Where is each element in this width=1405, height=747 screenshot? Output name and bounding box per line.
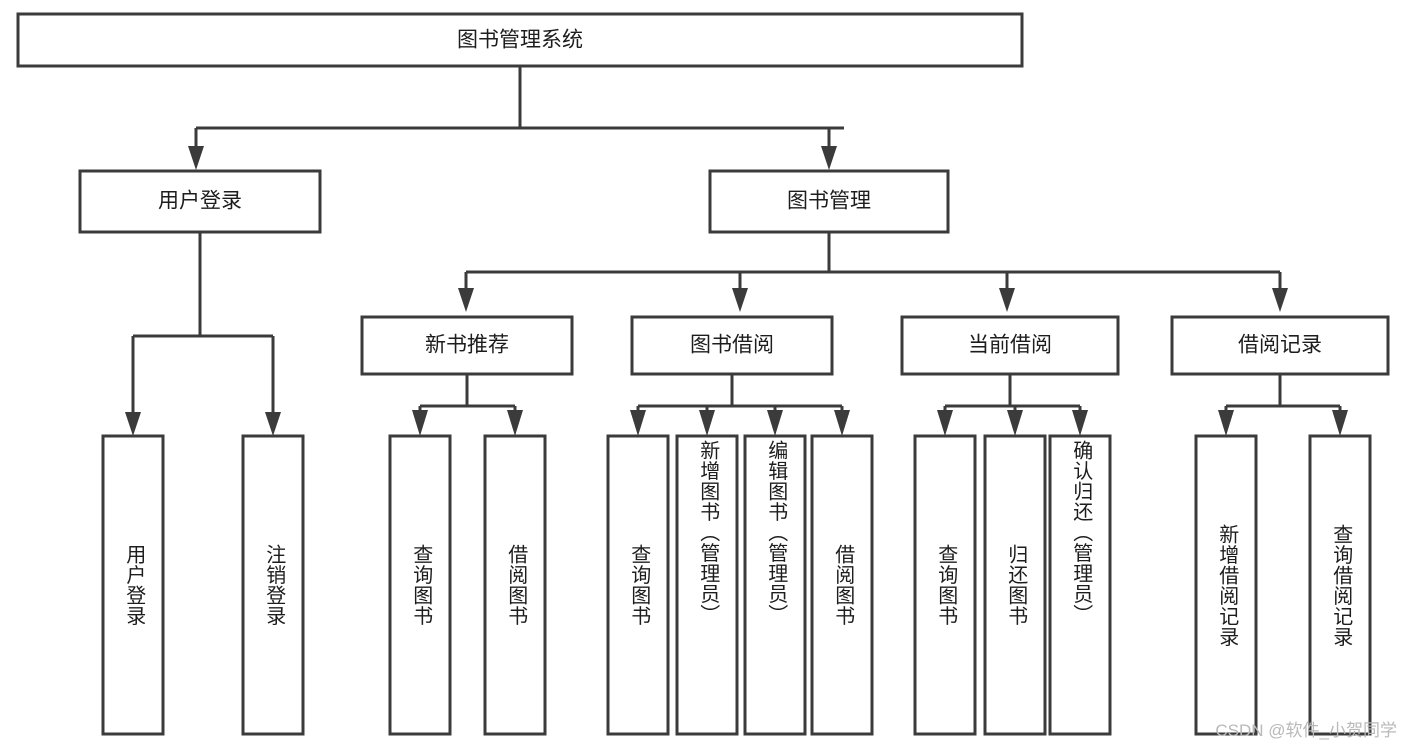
node-book-borrow-label: 图书借阅 (690, 334, 774, 357)
connector-book-borrow-to-leaves (630, 374, 850, 436)
node-new-book-recommend-label: 新书推荐 (425, 334, 509, 357)
connector-book-manage-to-level3 (458, 232, 1288, 312)
arrow-head-to-user-login (188, 146, 204, 170)
arrow-head-leaf-cb-1 (937, 410, 953, 436)
arrow-head-leaf-cb-3 (1072, 410, 1088, 436)
arrow-head-to-book-borrow (732, 288, 748, 312)
arrow-head-leaf-cb-2 (1007, 410, 1023, 436)
arrow-head-to-new-book-recommend (458, 288, 474, 312)
node-book-borrow[interactable]: 图书借阅 (630, 315, 834, 376)
leaf-box-nbr-1[interactable] (388, 434, 452, 736)
leaf-box-nbr-2[interactable] (483, 434, 547, 736)
arrow-head-to-book-manage (821, 146, 837, 170)
arrow-head-leaf-bb-2 (699, 410, 715, 436)
node-new-book-recommend[interactable]: 新书推荐 (360, 315, 574, 376)
csdn-watermark: CSDN @软件_小贺同学 (1215, 721, 1397, 740)
node-borrow-record-label: 借阅记录 (1238, 334, 1322, 357)
node-borrow-record-box[interactable] (1170, 315, 1390, 376)
node-root-box[interactable] (16, 12, 1024, 68)
leaf-box-cb-1[interactable] (913, 434, 977, 736)
node-current-borrow[interactable]: 当前借阅 (900, 315, 1120, 376)
leaf-box-cb-3[interactable] (1048, 434, 1112, 736)
arrow-head-leaf-bb-1 (630, 410, 646, 436)
arrow-head-leaf-nbr-1 (412, 410, 428, 436)
connector-user-login-to-leaves (125, 232, 281, 436)
arrow-head-leaf-br-1 (1218, 410, 1234, 436)
node-book-manage-box[interactable] (708, 169, 950, 234)
arrow-head-leaf-br-2 (1332, 410, 1348, 436)
node-book-borrow-box[interactable] (630, 315, 834, 376)
leaf-box-user-login-2[interactable] (241, 434, 305, 736)
arrow-head-leaf-bb-3 (767, 410, 783, 436)
node-book-manage[interactable]: 图书管理 (708, 169, 950, 234)
connector-borrow-record-to-leaves (1218, 374, 1348, 436)
connector-current-borrow-to-leaves (937, 374, 1088, 436)
arrow-head-to-borrow-record (1272, 288, 1288, 312)
node-user-login-label: 用户登录 (158, 190, 242, 213)
arrow-head-to-current-borrow (999, 288, 1015, 312)
arrow-head-leaf-user-login-2 (265, 412, 281, 436)
leaf-boxes-user-login (101, 434, 305, 736)
connector-new-book-recommend-to-leaves (412, 374, 523, 436)
connector-root-to-level2 (188, 66, 844, 170)
leaf-boxes-borrow-record (1194, 434, 1372, 736)
leaf-box-bb-4[interactable] (810, 434, 874, 736)
node-current-borrow-box[interactable] (900, 315, 1120, 376)
node-new-book-recommend-box[interactable] (360, 315, 574, 376)
leaf-box-user-login-1[interactable] (101, 434, 165, 736)
leaf-box-cb-2[interactable] (983, 434, 1047, 736)
node-root[interactable]: 图书管理系统 (16, 12, 1024, 68)
leaf-boxes-book-borrow (606, 434, 874, 736)
node-user-login[interactable]: 用户登录 (78, 169, 322, 234)
node-borrow-record[interactable]: 借阅记录 (1170, 315, 1390, 376)
arrow-head-leaf-nbr-2 (507, 410, 523, 436)
leaf-box-br-1[interactable] (1194, 434, 1258, 736)
node-root-label: 图书管理系统 (457, 29, 583, 52)
leaf-box-bb-1[interactable] (606, 434, 670, 736)
arrow-head-leaf-user-login-1 (125, 412, 141, 436)
node-book-manage-label: 图书管理 (787, 190, 871, 213)
leaf-box-br-2[interactable] (1308, 434, 1372, 736)
leaf-box-bb-3[interactable] (743, 434, 807, 736)
node-current-borrow-label: 当前借阅 (968, 334, 1052, 357)
leaf-boxes-current-borrow (913, 434, 1112, 736)
leaf-box-bb-2[interactable] (675, 434, 739, 736)
leaf-boxes-new-book-recommend (388, 434, 547, 736)
arrow-head-leaf-bb-4 (834, 410, 850, 436)
